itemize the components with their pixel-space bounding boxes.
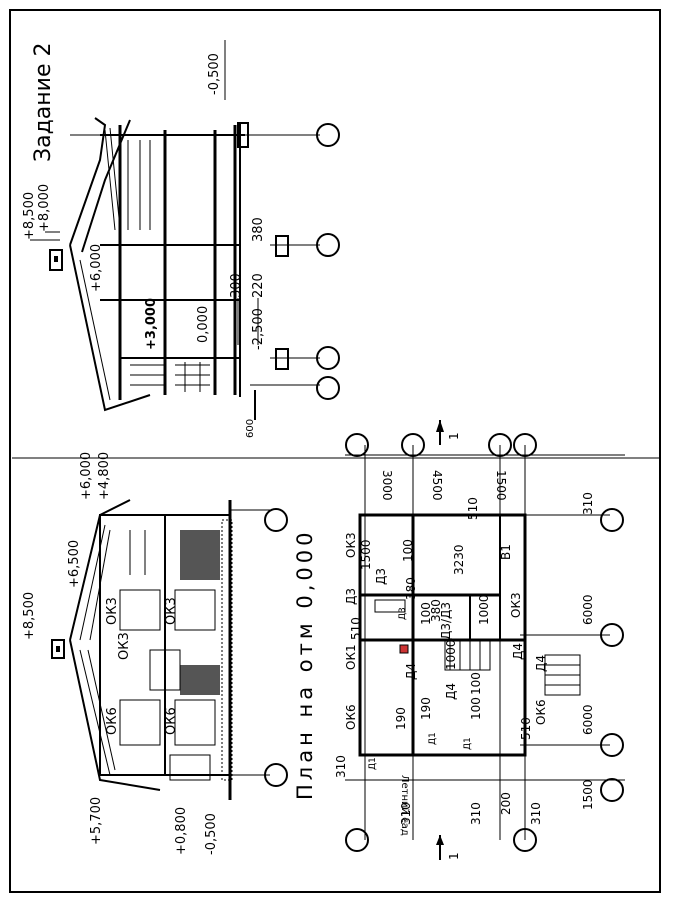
plan-dimension: 310 bbox=[399, 802, 413, 825]
window-label: ОК6 bbox=[164, 707, 179, 735]
grid-axis-marker bbox=[513, 828, 537, 852]
window-label: ОК6 bbox=[344, 704, 358, 730]
grid-axis-marker bbox=[316, 233, 340, 257]
plan-dimension: 310 bbox=[334, 755, 348, 778]
facade-level: +5,700 bbox=[89, 797, 104, 845]
door-label: Д4 bbox=[534, 655, 548, 672]
plan-dimension: 4500 bbox=[430, 470, 444, 501]
window-label: ОК3 bbox=[105, 597, 120, 625]
svg-text:1: 1 bbox=[447, 852, 461, 860]
grid-axis-marker bbox=[316, 123, 340, 147]
window-label: ОК3 bbox=[164, 597, 179, 625]
grid-axis-marker bbox=[600, 733, 624, 757]
facade-level: +6,500 bbox=[67, 540, 82, 588]
grid-axis-marker bbox=[600, 778, 624, 802]
equipment-label: В1 bbox=[499, 544, 513, 560]
grid-axis-marker bbox=[488, 433, 512, 457]
room-label: Летний сад bbox=[399, 775, 410, 836]
section-marker: 1 bbox=[436, 835, 461, 860]
grid-axis-marker bbox=[401, 433, 425, 457]
grid-axis-marker bbox=[345, 433, 369, 457]
plan-dimension: 380 bbox=[429, 599, 443, 622]
facade-level: +6,000 bbox=[79, 452, 94, 500]
plan-dimension: 1000 bbox=[477, 594, 491, 625]
section-dimension: 300 bbox=[229, 273, 244, 298]
plan-dimension: 510 bbox=[519, 717, 533, 740]
plan-dimension: 6000 bbox=[581, 594, 595, 625]
plan-dimension: 190 bbox=[419, 697, 433, 720]
grid-axis-marker bbox=[264, 508, 288, 532]
window-label: ОК3 bbox=[117, 632, 132, 660]
door-label: Д3 bbox=[344, 588, 358, 605]
plan-dimension: 1500 bbox=[359, 539, 373, 570]
plan-dimension: 100 bbox=[419, 602, 433, 625]
section-dimension: 380 bbox=[251, 217, 266, 242]
section-marker: 1 bbox=[436, 420, 461, 445]
door-label: Д3 bbox=[398, 607, 408, 620]
grid-axis-marker bbox=[316, 346, 340, 370]
plan-dimension: 100 bbox=[469, 697, 483, 720]
section-level: +6,000 bbox=[89, 244, 104, 292]
door-label: Д3/Д3 bbox=[439, 602, 453, 640]
facade-level: +0,800 bbox=[174, 807, 189, 855]
floor-plan: План на отм 0,000 bbox=[293, 420, 625, 860]
door-label: Д4 bbox=[511, 643, 525, 660]
grid-axis-marker bbox=[600, 623, 624, 647]
section-level: 0,000 bbox=[196, 306, 211, 343]
plan-dimension: 510 bbox=[466, 497, 480, 520]
plan-dimension: 100 bbox=[401, 539, 415, 562]
plan-dimension: 200 bbox=[499, 792, 513, 815]
section-level: -0,500 bbox=[207, 53, 222, 95]
plan-dimension: 310 bbox=[469, 802, 483, 825]
plan-dimension: 3230 bbox=[452, 544, 466, 575]
door-label: Д4 bbox=[404, 663, 418, 680]
section-level: +8,500 bbox=[22, 192, 37, 240]
plan-dimension: 3000 bbox=[380, 470, 394, 501]
door-label: Д3 bbox=[374, 568, 388, 585]
plan-dimension: 190 bbox=[394, 707, 408, 730]
sheet-frame bbox=[9, 9, 661, 893]
window-label: ОК6 bbox=[534, 699, 548, 725]
building-facade: +8,500 +6,500 +6,000 +4,800 +5,700 +0,80… bbox=[22, 452, 288, 855]
plan-dimension: 1500 bbox=[581, 779, 595, 810]
grid-axis-marker bbox=[264, 763, 288, 787]
section-level: +3,000 bbox=[144, 298, 159, 350]
door-label: Д4 bbox=[444, 683, 458, 700]
section-dimension: 600 bbox=[245, 419, 256, 438]
window-label: ОК1 bbox=[344, 644, 358, 670]
plan-dimension: 310 bbox=[581, 492, 595, 515]
door-label: Д1 bbox=[463, 737, 473, 750]
plan-dimension: 100 bbox=[469, 672, 483, 695]
grid-axis-marker bbox=[345, 828, 369, 852]
grid-axis-marker bbox=[600, 508, 624, 532]
section-level: +8,000 bbox=[37, 184, 52, 232]
window-label: ОК3 bbox=[509, 592, 523, 618]
plan-dimension: 1500 bbox=[494, 470, 508, 501]
task-title: Задание 2 bbox=[31, 43, 56, 163]
plan-dimension: 6000 bbox=[581, 704, 595, 735]
facade-level: +4,800 bbox=[97, 452, 112, 500]
window-label: ОК3 bbox=[344, 532, 358, 558]
plan-title: План на отм 0,000 bbox=[293, 529, 317, 800]
grid-axis-marker bbox=[316, 376, 340, 400]
door-label: Д1 bbox=[428, 732, 438, 745]
building-section: +8,500 +8,000 +6,000 +3,000 0,000 -2,500… bbox=[22, 40, 340, 438]
svg-text:1: 1 bbox=[447, 432, 461, 440]
facade-level: -0,500 bbox=[204, 813, 219, 855]
window-label: ОК6 bbox=[105, 707, 120, 735]
section-dimension: 220 bbox=[251, 273, 266, 298]
facade-level: +8,500 bbox=[22, 592, 37, 640]
grid-axis-marker bbox=[513, 433, 537, 457]
door-label: Д1 bbox=[368, 757, 378, 770]
plan-dimension: 380 bbox=[404, 577, 418, 600]
plan-dimension: 310 bbox=[529, 802, 543, 825]
plan-dimension: 510 bbox=[349, 617, 363, 640]
plan-dimension: 1000 bbox=[444, 639, 458, 670]
